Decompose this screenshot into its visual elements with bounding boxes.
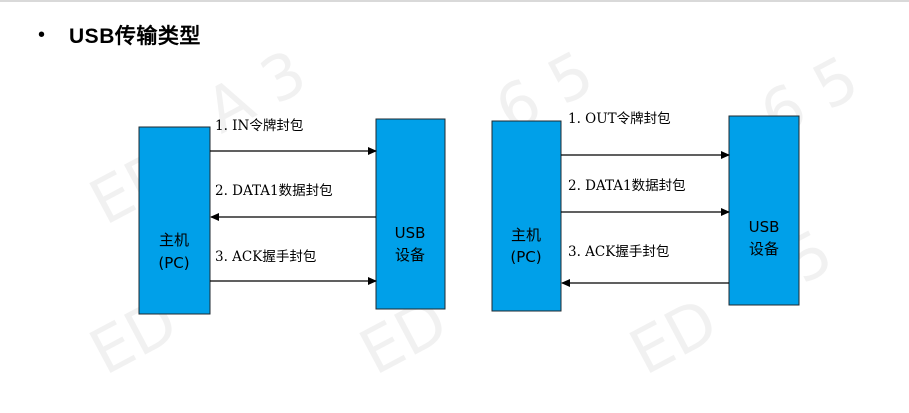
host-box — [491, 120, 562, 312]
step-3-label: 3. ACK握手封包 — [568, 244, 669, 260]
device-sublabel: 设备 — [395, 246, 425, 264]
top-divider — [0, 0, 909, 2]
step-2-label: 2. DATA1数据封包 — [215, 183, 333, 199]
host-box — [138, 126, 211, 315]
step-1-label: 1. IN令牌封包 — [215, 117, 303, 134]
out-transaction-diagram: 主机 (PC) USB 设备 1. OUT令牌封包 2. DATA1数据封包 3… — [491, 110, 800, 312]
step-2-label: 2. DATA1数据封包 — [568, 178, 686, 194]
device-label: USB — [749, 218, 780, 236]
host-label: 主机 — [511, 226, 541, 244]
device-sublabel: 设备 — [749, 240, 779, 258]
host-sublabel: (PC) — [158, 254, 189, 272]
device-box — [375, 118, 446, 310]
step-3-label: 3. ACK握手封包 — [215, 249, 316, 265]
in-transaction-diagram: 主机 (PC) USB 设备 1. IN令牌封包 2. DATA1数据封包 3.… — [138, 117, 446, 315]
device-box — [728, 115, 800, 306]
host-label: 主机 — [159, 231, 189, 249]
page-title: USB传输类型 — [69, 25, 201, 48]
host-sublabel: (PC) — [510, 248, 541, 266]
slide-heading: • USB传输类型 — [38, 20, 201, 50]
step-1-label: 1. OUT令牌封包 — [568, 110, 671, 127]
bullet-icon: • — [38, 24, 46, 46]
device-label: USB — [395, 224, 426, 242]
